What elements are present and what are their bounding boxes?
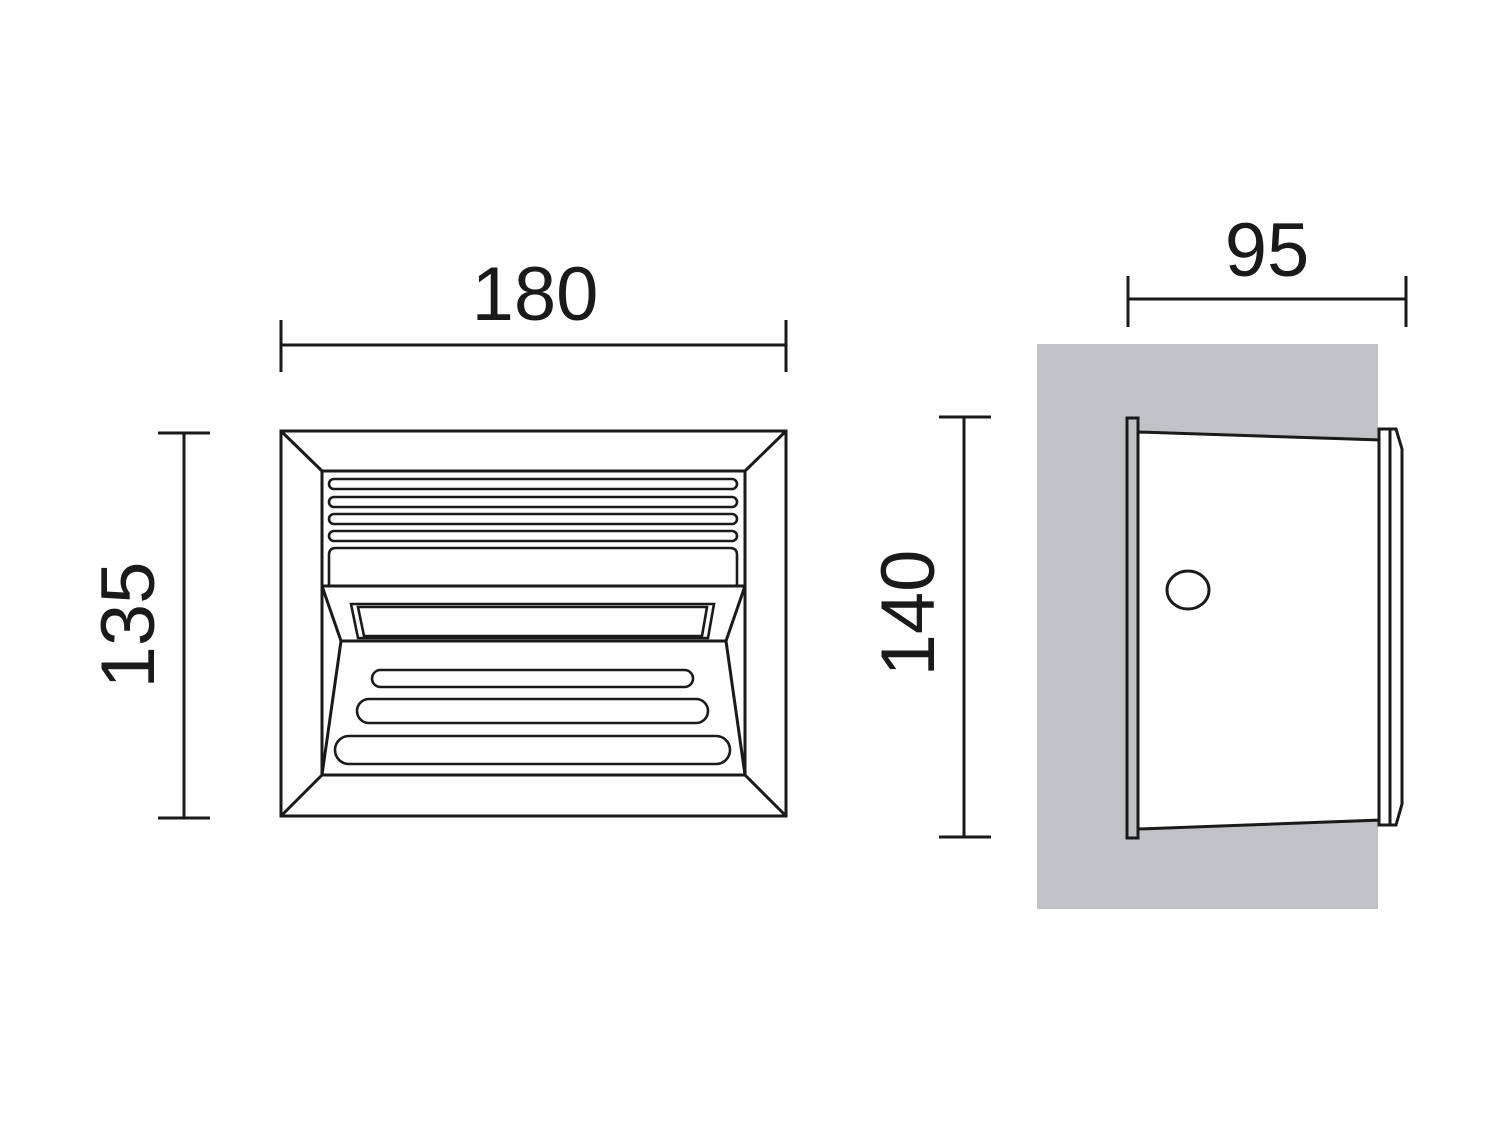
back-flange xyxy=(1125,416,1140,840)
cable-entry-hole xyxy=(1165,569,1211,611)
front-plate xyxy=(1377,427,1404,827)
recessed-housing xyxy=(1136,430,1383,831)
lower-diffuser xyxy=(320,640,747,776)
width-dimension: 180 xyxy=(279,252,788,372)
front-width-label: 180 xyxy=(472,252,599,337)
depth-dimension: 95 xyxy=(1126,208,1408,327)
front-height-label: 135 xyxy=(86,562,171,689)
fixture-frame xyxy=(279,429,788,818)
shade-band xyxy=(320,584,747,643)
side-depth-label: 95 xyxy=(1225,208,1310,293)
height-dimension: 135 xyxy=(86,431,210,820)
side-height-dimension: 140 xyxy=(866,415,991,839)
front-view: 180 135 xyxy=(86,252,788,820)
side-view: 95 140 xyxy=(866,208,1408,909)
top-louver-slats xyxy=(327,477,739,585)
side-height-label: 140 xyxy=(866,550,951,677)
